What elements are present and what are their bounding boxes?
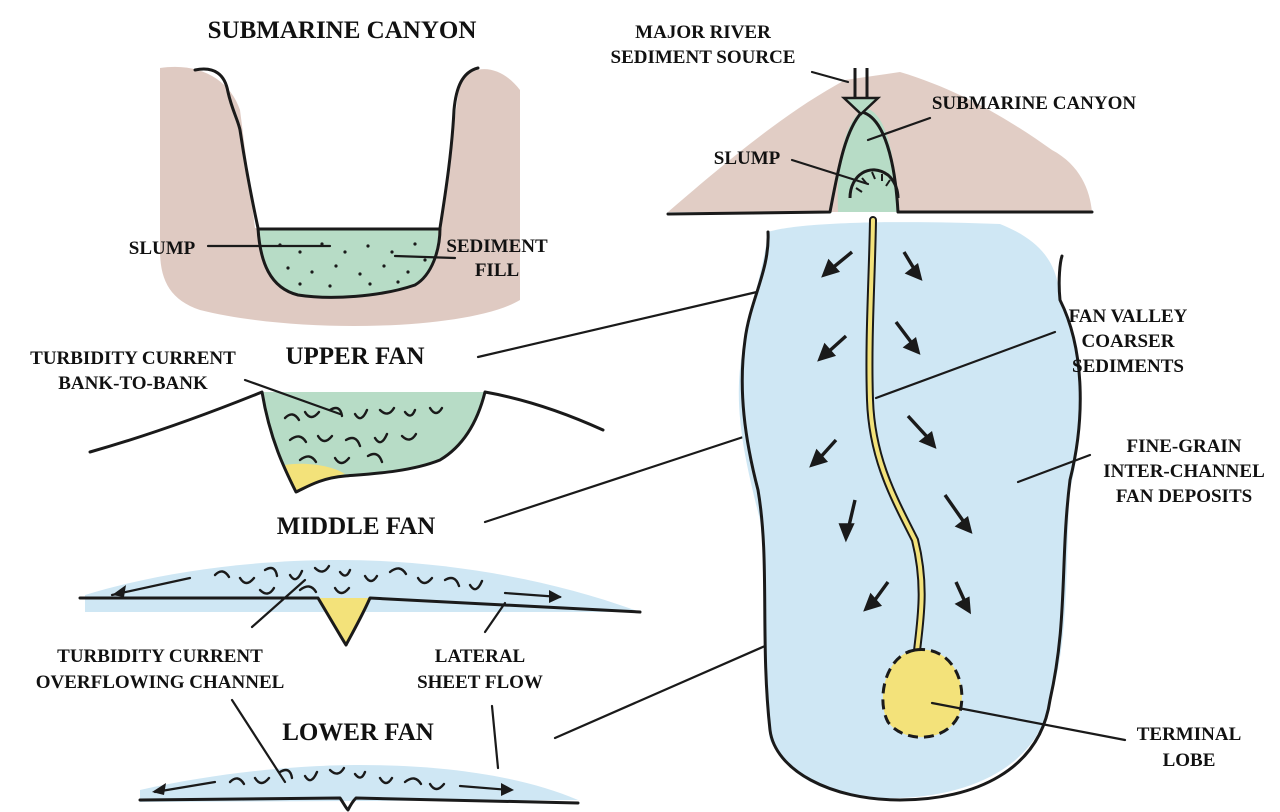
- title-submarine-canyon: SUBMARINE CANYON: [208, 17, 477, 44]
- label-turbidity-overflow-1: TURBIDITY CURRENT: [57, 646, 263, 667]
- title-middle-fan: MIDDLE FAN: [277, 513, 436, 540]
- title-lower-fan: LOWER FAN: [282, 719, 434, 746]
- label-lateral-2: SHEET FLOW: [417, 672, 543, 693]
- label-terminal-2: LOBE: [1163, 750, 1216, 771]
- lower-overflow-leader: [232, 700, 285, 782]
- label-fine-grain-3: FAN DEPOSITS: [1116, 486, 1252, 507]
- label-major-river-1: MAJOR RIVER: [635, 22, 771, 43]
- lower-lateral-leader: [492, 706, 498, 768]
- label-turbidity-bank-2: BANK-TO-BANK: [58, 373, 208, 394]
- label-slump-right: SLUMP: [714, 148, 781, 169]
- label-terminal-1: TERMINAL: [1137, 724, 1242, 745]
- label-fan-valley-1: FAN VALLEY: [1069, 306, 1188, 327]
- label-fine-grain-1: FINE-GRAIN: [1126, 436, 1241, 457]
- label-fine-grain-2: INTER-CHANNEL: [1103, 461, 1265, 482]
- label-lateral-1: LATERAL: [435, 646, 525, 667]
- canyon-cross-section: [160, 67, 520, 326]
- label-turbidity-bank-1: TURBIDITY CURRENT: [30, 348, 236, 369]
- middle-fan-coarse: [318, 598, 370, 645]
- label-fan-valley-2: COARSER: [1082, 331, 1175, 352]
- upper-fan-section: [90, 380, 603, 492]
- label-major-river-2: SEDIMENT SOURCE: [611, 47, 796, 68]
- title-upper-fan: UPPER FAN: [285, 343, 424, 370]
- terminal-lobe-shape: [883, 650, 962, 738]
- river-leader: [812, 72, 848, 82]
- fan-plan-view: [668, 68, 1125, 800]
- lower-fan-section: [140, 700, 578, 810]
- middle-fan-section: [80, 560, 640, 645]
- label-submarine-canyon-right: SUBMARINE CANYON: [932, 93, 1137, 114]
- label-sediment-fill-1: SEDIMENT: [446, 236, 548, 257]
- label-turbidity-overflow-2: OVERFLOWING CHANNEL: [36, 672, 285, 693]
- label-slump-left: SLUMP: [129, 238, 196, 259]
- label-fan-valley-3: SEDIMENTS: [1072, 356, 1184, 377]
- label-sediment-fill-2: FILL: [475, 260, 519, 281]
